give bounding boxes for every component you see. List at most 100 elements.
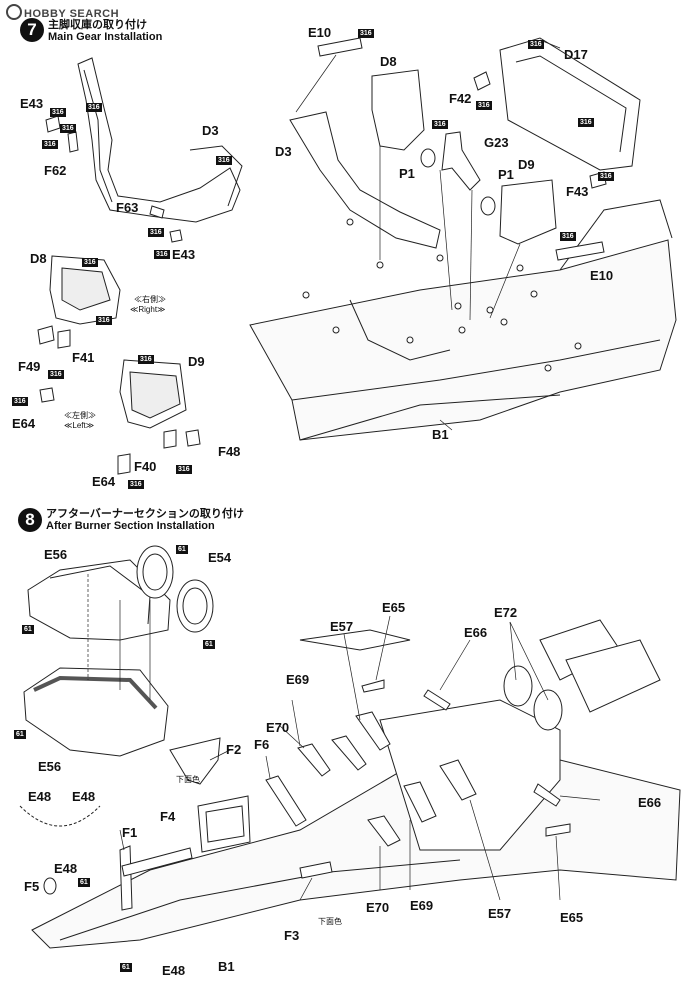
linkage-parts — [43, 679, 571, 911]
step8-title-en: After Burner Section Installation — [46, 520, 215, 532]
locator-pins — [302, 218, 582, 372]
label-f4: F4 — [160, 809, 176, 824]
paint-badge: 316 — [358, 29, 374, 38]
paint-badge: 316 — [128, 480, 144, 489]
step7-number: 7 — [20, 18, 44, 42]
paint-badge: 316 — [560, 232, 576, 241]
label-d3-left: D3 — [202, 123, 219, 138]
label-p1-left: P1 — [399, 166, 415, 181]
e56-lower — [23, 667, 169, 757]
label-e43-left: E43 — [20, 96, 44, 111]
paint-badge: 316 — [148, 228, 164, 237]
left-side-note: ≪左側≫ — [64, 411, 96, 420]
paint-badge: 316 — [86, 103, 102, 112]
label-d9-left: D9 — [188, 354, 205, 369]
label-f2: F2 — [226, 742, 242, 757]
paint-badge: 61 — [176, 545, 188, 554]
step7-title-jp: 主脚収庫の取り付け — [48, 18, 147, 31]
paint-badge: 316 — [50, 108, 66, 117]
leader-lines-step8 — [87, 574, 601, 901]
watermark: HOBBY SEARCH — [6, 4, 119, 20]
paint-badge: 61 — [22, 625, 34, 634]
fuselage-step7 — [249, 199, 677, 441]
label-e69-bottom: E69 — [410, 898, 434, 913]
paint-badge: 316 — [138, 355, 154, 364]
label-f5: F5 — [24, 879, 40, 894]
hobby-search-logo-icon — [6, 4, 22, 20]
label-e72: E72 — [494, 605, 518, 620]
label-e65-bottom: E65 — [560, 910, 584, 925]
f2-f4 — [169, 737, 251, 853]
e72-engines — [503, 619, 661, 731]
label-f40: F40 — [134, 459, 157, 474]
label-e64-upper: E64 — [12, 416, 36, 431]
label-e48-mid: E48 — [54, 861, 78, 876]
paint-badge: 316 — [598, 172, 614, 181]
label-e57-bottom: E57 — [488, 906, 512, 921]
label-f3: F3 — [284, 928, 300, 943]
d17-wall — [499, 37, 641, 171]
step8-number: 8 — [18, 508, 42, 532]
label-f63: F63 — [116, 200, 139, 215]
label-f6: F6 — [254, 737, 270, 752]
label-e43-bottom: E43 — [172, 247, 196, 262]
label-b1-step8: B1 — [218, 959, 235, 974]
label-f48: F48 — [218, 444, 241, 459]
paint-badge: 61 — [78, 878, 90, 887]
d3-strut-left — [77, 57, 243, 223]
paint-badge: 316 — [216, 156, 232, 165]
label-f1: F1 — [122, 825, 138, 840]
label-d17: D17 — [564, 47, 588, 62]
label-f42: F42 — [449, 91, 472, 106]
paint-badge: 316 — [48, 370, 64, 379]
paint-badge: 61 — [14, 730, 26, 739]
label-e64-lower: E64 — [92, 474, 116, 489]
paint-badge: 316 — [432, 120, 448, 129]
e10-rods — [317, 37, 605, 261]
label-e54: E54 — [208, 550, 232, 565]
label-e66-right: E66 — [638, 795, 662, 810]
paint-badge: 61 — [203, 640, 215, 649]
label-f43: F43 — [566, 184, 589, 199]
paint-badge: 316 — [154, 250, 170, 259]
label-e70-top: E70 — [266, 720, 290, 735]
label-d9-center: D9 — [518, 157, 535, 172]
right-side-note: ≪右側≫ — [134, 295, 166, 304]
paint-badge: 316 — [60, 124, 76, 133]
underside-note-f3: 下面色 — [318, 917, 342, 926]
paint-badge: 316 — [42, 140, 58, 149]
label-d3-right: D3 — [275, 144, 292, 159]
label-e66-top: E66 — [464, 625, 488, 640]
label-d8-center: D8 — [380, 54, 397, 69]
paint-badge: 316 — [82, 258, 98, 267]
d9-panel — [119, 359, 187, 429]
d3-strut-right — [289, 111, 441, 249]
label-e10-right: E10 — [590, 268, 614, 283]
paint-badge: 316 — [96, 316, 112, 325]
leader-lines-step7 — [295, 39, 561, 431]
right-side-note-en: ≪Right≫ — [130, 305, 166, 314]
label-g23: G23 — [484, 135, 509, 150]
label-e48-arc-right: E48 — [72, 789, 96, 804]
e48-arc — [19, 805, 101, 827]
label-f41: F41 — [72, 350, 95, 365]
paint-badge: 61 — [120, 963, 132, 972]
label-e65-top: E65 — [382, 600, 406, 615]
label-p1-right: P1 — [498, 167, 514, 182]
label-f49: F49 — [18, 359, 41, 374]
label-e48-bottom: E48 — [162, 963, 186, 978]
label-e56-lower: E56 — [38, 759, 62, 774]
paint-badge: 316 — [578, 118, 594, 127]
paint-badge: 316 — [528, 40, 544, 49]
label-e56-upper: E56 — [44, 547, 68, 562]
paint-badge: 316 — [12, 397, 28, 406]
label-d8-right: D8 — [30, 251, 47, 266]
label-e69-top: E69 — [286, 672, 310, 687]
label-b1-step7: B1 — [432, 427, 449, 442]
label-e70-bottom: E70 — [366, 900, 390, 915]
e56-upper — [27, 559, 171, 641]
paint-badge: 316 — [176, 465, 192, 474]
step7-title-en: Main Gear Installation — [48, 31, 163, 43]
left-side-note-en: ≪Left≫ — [64, 421, 95, 430]
